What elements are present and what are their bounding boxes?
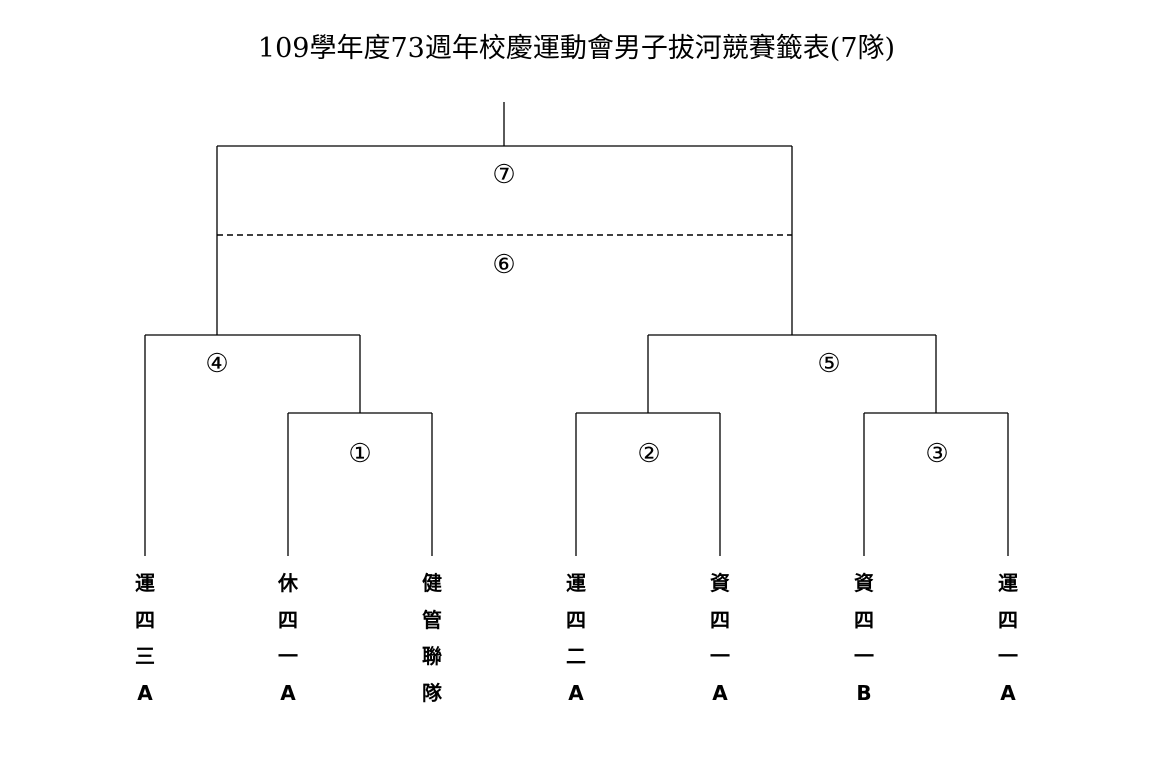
match4-label: ④ [205,349,228,379]
match1-label: ① [348,439,371,469]
match6-label: ⑥ [492,250,515,280]
team-3-name: 健管聯隊 [422,571,442,705]
page-title: 109學年度73週年校慶運動會男子拔河競賽籤表(7隊) [257,33,896,64]
match3-label: ③ [925,439,948,469]
match7-label: ⑦ [492,160,515,190]
match2-label: ② [637,439,660,469]
match5-label: ⑤ [817,349,840,379]
